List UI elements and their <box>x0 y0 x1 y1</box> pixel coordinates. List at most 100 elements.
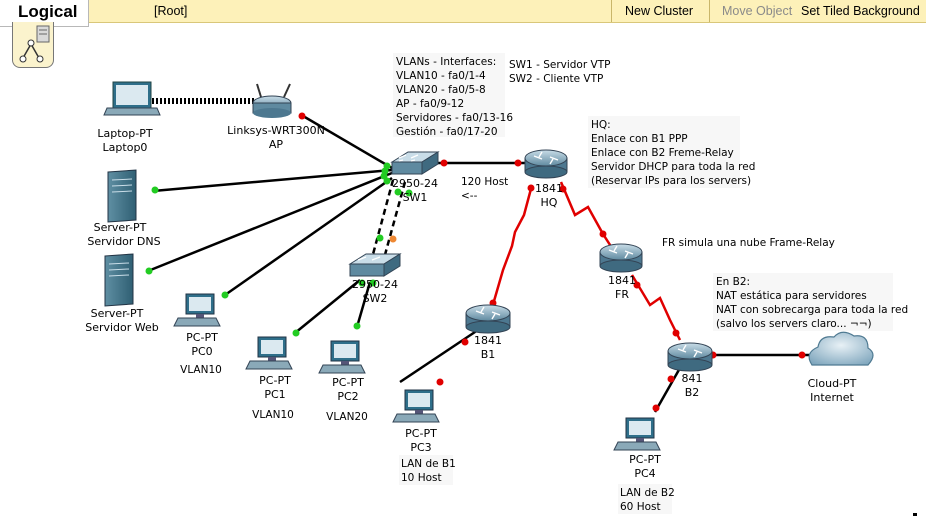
web-name-label: Servidor Web <box>85 321 159 334</box>
link-pc1-sw2[interactable] <box>294 279 361 334</box>
workspace-toolbar <box>0 0 926 23</box>
vtp-note[interactable]: SW1 - Servidor VTP SW2 - Cliente VTP <box>509 59 610 85</box>
link-status-dot <box>667 375 675 383</box>
pc0-device[interactable]: PC-PT PC0 VLAN10 <box>173 293 222 376</box>
internet-cloud-device[interactable]: Cloud-PT Internet <box>808 331 874 404</box>
cloud-name-label: Internet <box>810 391 854 404</box>
pc0-name-label: PC0 <box>191 345 212 358</box>
canvas-corner-marker <box>913 513 917 516</box>
hq-name-label: HQ <box>541 196 558 209</box>
ap-type-label: Linksys-WRT300N <box>227 124 325 137</box>
web-server-device[interactable]: Server-PT Servidor Web <box>85 253 159 334</box>
wireless-router-icon <box>252 83 292 118</box>
breadcrumb-root[interactable]: [Root] <box>154 4 188 18</box>
link-sw1-sw2-trunk-b[interactable] <box>381 181 407 263</box>
switch-icon <box>348 253 402 277</box>
b2-router-device[interactable]: 841 B2 <box>667 342 713 399</box>
link-ap-sw1[interactable] <box>302 114 393 170</box>
pc3-device[interactable]: PC-PT PC3 LAN de B1 10 Host <box>392 389 456 485</box>
laptop0-type-label: Laptop-PT <box>97 127 152 140</box>
web-type-label: Server-PT <box>91 307 144 320</box>
pc2-name-label: PC2 <box>337 390 358 403</box>
router-icon <box>599 243 643 273</box>
navigation-panel-icon[interactable] <box>12 22 54 68</box>
link-status-dot <box>633 281 641 289</box>
link-web-sw1[interactable] <box>147 171 393 273</box>
note-line: <-- <box>461 190 478 202</box>
pc1-name-label: PC1 <box>264 388 285 401</box>
b2-note[interactable]: En B2: NAT estática para servidores NAT … <box>716 276 908 330</box>
hq-note-bg <box>588 116 740 188</box>
ap-device[interactable]: Linksys-WRT300N AP <box>227 83 325 151</box>
link-pc2-sw2[interactable] <box>355 281 372 328</box>
link-status-dot <box>145 267 153 275</box>
note-line: 120 Host <box>461 176 508 188</box>
b1-name-label: B1 <box>481 348 496 361</box>
note-line: Servidor DHCP para toda la red <box>591 161 755 173</box>
dns-type-label: Server-PT <box>94 221 147 234</box>
b2-name-label: B2 <box>685 386 700 399</box>
link-dns-sw1[interactable] <box>152 168 393 193</box>
sw2-name-label: SW2 <box>363 292 388 305</box>
hq-router-device[interactable]: 1841 HQ <box>524 149 568 209</box>
link-status-dot <box>298 112 306 120</box>
link-status-dot <box>461 338 469 346</box>
link-pc3-b1[interactable] <box>399 328 479 384</box>
link-status-dot <box>376 234 384 242</box>
pc3-type-label: PC-PT <box>405 427 437 440</box>
pc4-note-bg <box>618 484 672 514</box>
link-status-dot <box>221 291 229 299</box>
ap-name-label: AP <box>269 138 284 151</box>
pc2-vlan-note: VLAN20 <box>326 411 368 423</box>
pc4-lan-note: LAN de B2 <box>620 487 675 499</box>
move-object-button[interactable]: Move Object <box>722 4 793 18</box>
pc4-device[interactable]: PC-PT PC4 LAN de B2 60 Host <box>613 417 675 514</box>
note-line: Enlace con B2 Freme-Relay <box>591 147 734 159</box>
dns-server-device[interactable]: Server-PT Servidor DNS <box>87 169 161 248</box>
link-sw1-sw2-trunk-a[interactable] <box>370 179 395 259</box>
set-tiled-background-button[interactable]: Set Tiled Background <box>801 4 920 18</box>
toolbar-divider <box>709 0 710 22</box>
link-status-dot <box>798 351 806 359</box>
link-fr-b2-serial[interactable] <box>630 274 682 341</box>
note-line: Gestión - fa0/17-20 <box>396 126 498 138</box>
hq-note[interactable]: HQ: Enlace con B1 PPP Enlace con B2 Frem… <box>591 119 755 187</box>
link-status-dot <box>652 404 660 412</box>
link-status-dot <box>383 177 391 185</box>
link-status-dot <box>358 279 366 287</box>
sw2-type-label: 2950-24 <box>352 278 398 291</box>
b1-router-device[interactable]: 1841 B1 <box>465 304 511 361</box>
fr-router-device[interactable]: 1841 FR <box>599 243 643 301</box>
link-status-dot <box>559 185 567 193</box>
switch-icon <box>390 151 440 175</box>
link-hq-b1-serial[interactable] <box>490 184 534 309</box>
pc4-name-label: PC4 <box>634 467 655 480</box>
hq-type-label: 1841 <box>535 182 563 195</box>
fr-note[interactable]: FR simula una nube Frame-Relay <box>662 237 835 249</box>
link-status-dot <box>292 329 300 337</box>
link-status-dot <box>672 329 680 337</box>
hosts-note[interactable]: 120 Host <-- <box>461 176 508 202</box>
sw1-device[interactable]: 2950-24 SW1 <box>390 151 440 204</box>
vlan-interfaces-note[interactable]: VLANs - Interfaces: VLAN10 - fa0/1-4 VLA… <box>396 56 513 138</box>
pc4-type-label: PC-PT <box>629 453 661 466</box>
pc-icon <box>245 336 293 370</box>
link-pc4-b2[interactable] <box>653 367 682 413</box>
link-status-dot <box>369 279 377 287</box>
laptop-icon <box>103 81 161 116</box>
new-cluster-button[interactable]: New Cluster <box>625 4 694 18</box>
b1-type-label: 1841 <box>474 334 502 347</box>
note-line: Enlace con B1 PPP <box>591 133 688 145</box>
link-pc0-sw1[interactable] <box>224 176 393 297</box>
pc1-device[interactable]: PC-PT PC1 VLAN10 <box>245 336 294 421</box>
laptop0-device[interactable]: Laptop-PT Laptop0 <box>97 81 161 154</box>
note-line: HQ: <box>591 119 611 131</box>
link-status-dot <box>599 230 607 238</box>
sw2-device[interactable]: 2950-24 SW2 <box>348 253 402 305</box>
link-status-dot <box>436 378 444 386</box>
sw1-type-label: 2950-24 <box>392 177 438 190</box>
note-line: VLAN10 - fa0/1-4 <box>396 70 486 82</box>
link-hq-fr-serial[interactable] <box>559 181 614 249</box>
pc2-device[interactable]: PC-PT PC2 VLAN20 <box>318 340 368 423</box>
